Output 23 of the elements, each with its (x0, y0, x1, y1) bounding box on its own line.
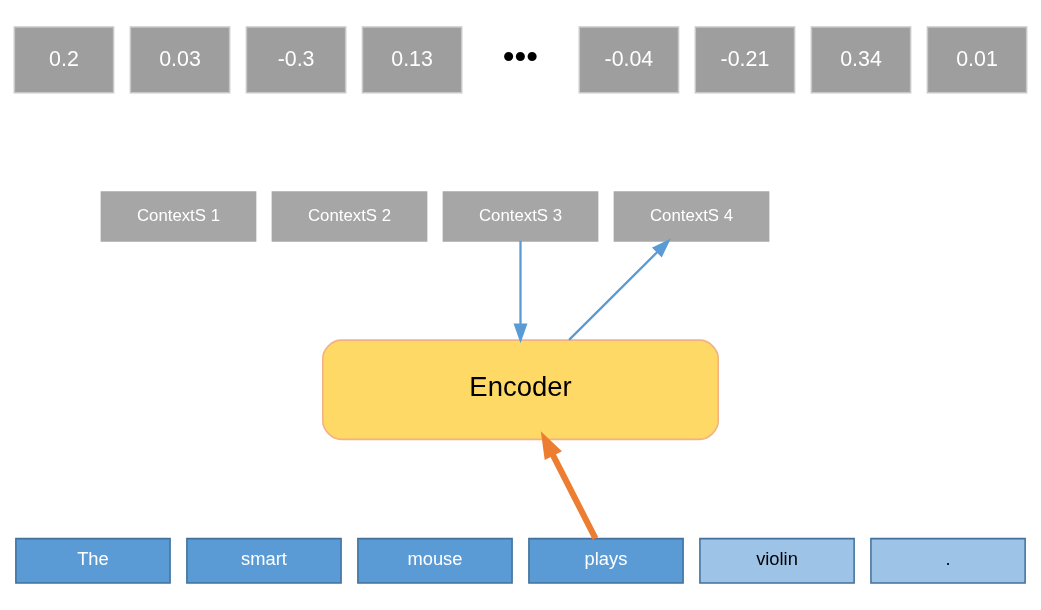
node-box: plays (528, 537, 684, 584)
node-box: -0.3 (245, 26, 347, 94)
node-box: ContextS 1 (100, 191, 257, 242)
node-box: The (15, 537, 171, 584)
node-box: -0.21 (694, 26, 796, 94)
node-box: ContextS 3 (442, 191, 599, 242)
node-box: ContextS 2 (271, 191, 428, 242)
label: ••• (502, 38, 539, 76)
arrow (540, 431, 599, 540)
arrow (568, 238, 671, 341)
node-box: mouse (357, 537, 513, 584)
node-box: 0.13 (361, 26, 463, 94)
node-box: Encoder (322, 339, 719, 441)
node-box: 0.03 (129, 26, 231, 94)
node-box: -0.04 (578, 26, 680, 94)
node-box: violin (699, 537, 855, 584)
node-box: 0.34 (810, 26, 912, 94)
node-box: 0.2 (13, 26, 115, 94)
arrow (513, 240, 528, 344)
node-box: 0.01 (926, 26, 1028, 94)
node-box: ContextS 4 (613, 191, 770, 242)
node-box: smart (186, 537, 342, 584)
node-box: . (870, 537, 1026, 584)
